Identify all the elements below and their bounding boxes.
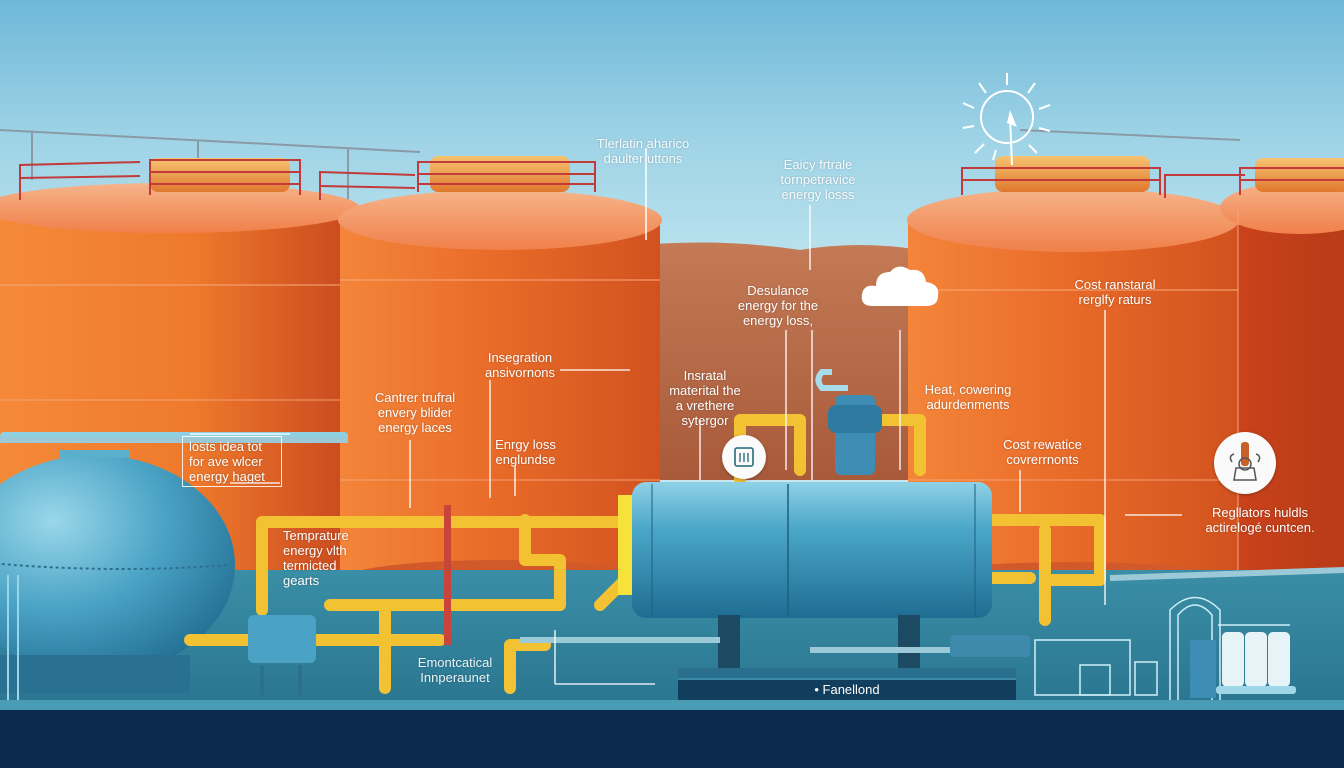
label-insratal: Insratal materital the a vrethere syterg… <box>669 368 741 428</box>
label-desulance: Desulance energy for the energy loss, <box>737 283 819 328</box>
footer-nameplate: • Fanellond <box>678 678 1016 700</box>
label-integration: Insegration ansivornons <box>484 350 556 380</box>
label-regulators: Regllators huldls actirelogé cuntcen. <box>1205 505 1315 535</box>
cloud-icon <box>861 266 939 306</box>
label-energy-loss: Enrgy loss englundse <box>495 437 556 467</box>
label-heat-covering: Heat, cowering adurdenments <box>924 382 1012 412</box>
label-cost-constaral: Cost ranstaral rerglfy raturs <box>1074 277 1156 307</box>
gauge-icon <box>722 435 766 479</box>
label-energy-temperature: Eaicy frtrale tornpetravice energy losss <box>780 157 856 202</box>
label-temperature: Temprature energy vlth termicted gearts <box>283 528 349 588</box>
label-losts-idea: losts idea tot for ave wlcer energy hage… <box>182 436 282 487</box>
label-cost-rewatice: Cost rewatice covrerrnonts <box>1003 437 1082 467</box>
valve-regulator-icon <box>1214 432 1276 494</box>
label-top-center: Tlerlatin aharico daulter uttons <box>596 136 690 166</box>
label-central-energy: Cantrer trufral envery blider energy lac… <box>374 390 456 435</box>
label-emontcatical: Emontcatical Innperaunet <box>417 655 493 685</box>
sun-outline-icon <box>962 73 1051 165</box>
